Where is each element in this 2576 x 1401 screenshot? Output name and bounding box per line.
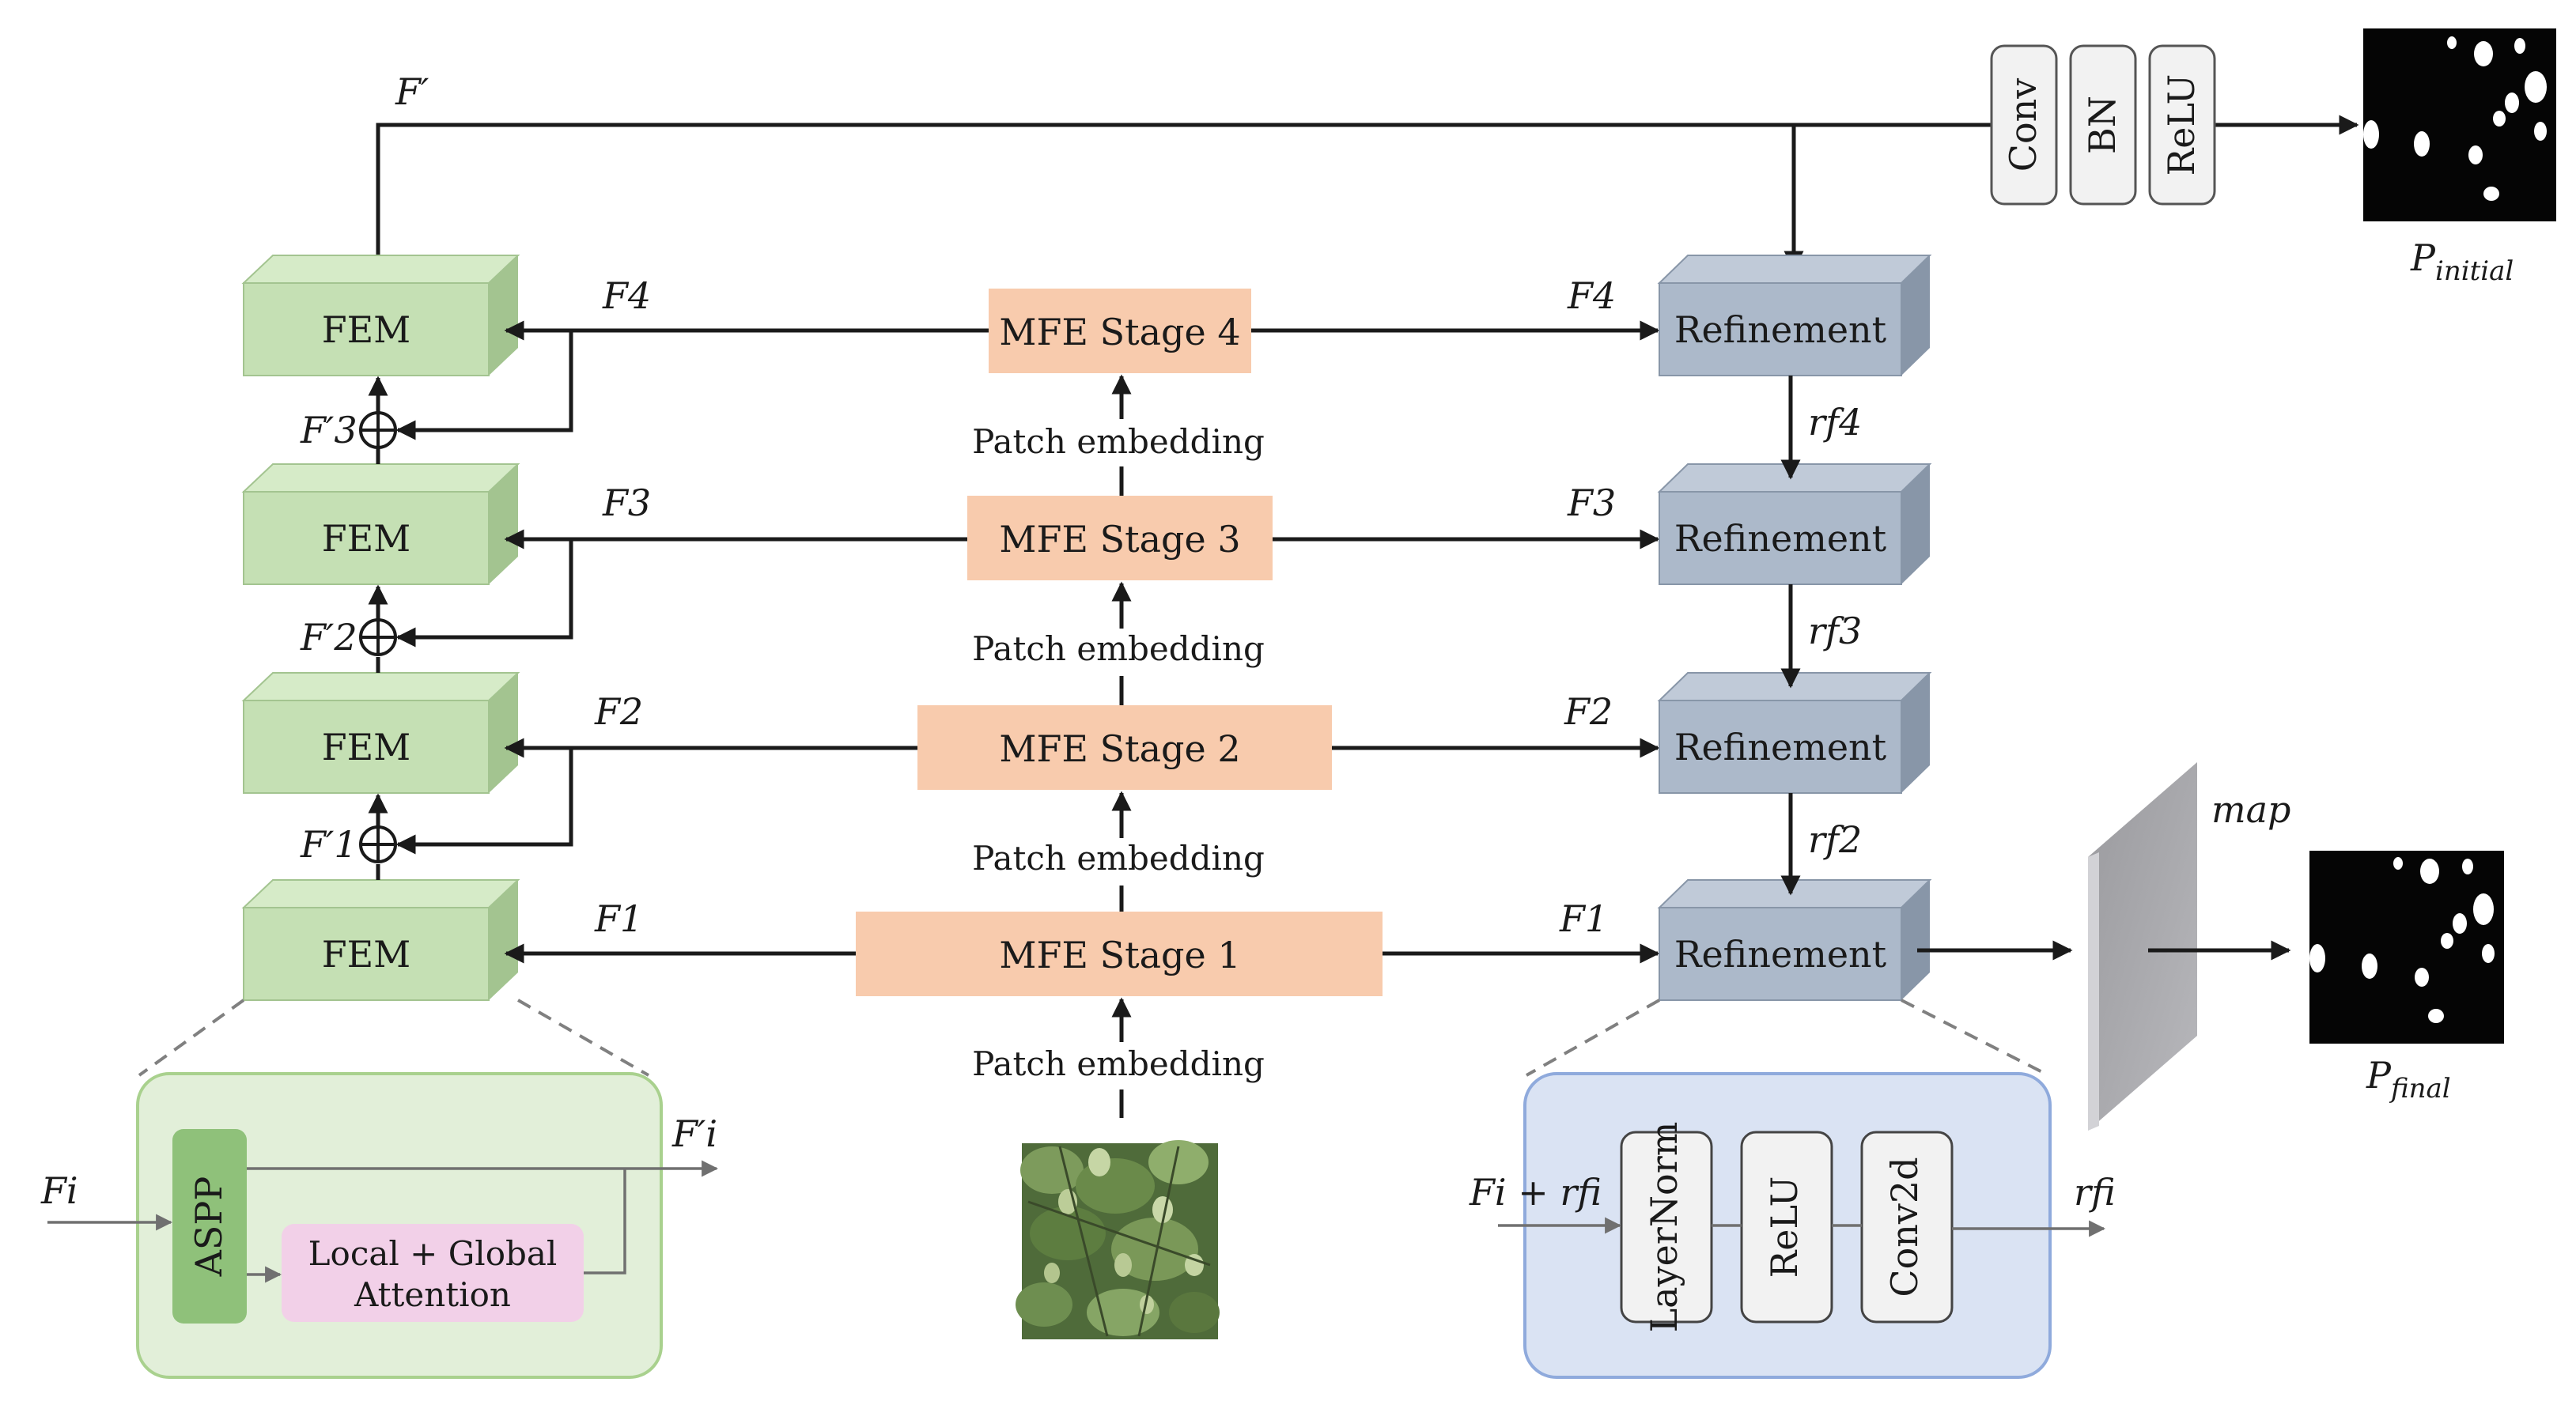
svg-text:F′i: F′i	[671, 1112, 717, 1155]
svg-text:F′2: F′2	[300, 616, 357, 659]
svg-text:Fi: Fi	[40, 1169, 78, 1212]
head-bn-label: BN	[2081, 96, 2124, 154]
fem-column: FEM FEM FEM FEM	[241, 255, 520, 1001]
svg-text:FEM: FEM	[322, 517, 411, 560]
fem-block-1: FEM	[241, 879, 520, 1001]
input-image	[1016, 1140, 1220, 1339]
svg-text:Refinement: Refinement	[1674, 933, 1887, 976]
refinement-block-2: Refinement	[1657, 672, 1932, 794]
svg-text:MFE Stage 4: MFE Stage 4	[999, 311, 1240, 353]
svg-text:Local + Global: Local + Global	[308, 1234, 558, 1273]
head-relu-box	[2148, 44, 2216, 206]
mfe-to-fem-arrows: F4 F3 F2 F1	[504, 274, 989, 964]
svg-text:LayerNorm: LayerNorm	[1643, 1122, 1685, 1333]
mfe-stage-1	[856, 912, 1383, 996]
head-conv-label: Conv	[2002, 78, 2045, 172]
output-map: map	[1917, 762, 2291, 1131]
head-conv-box	[1990, 44, 2058, 206]
svg-text:Patch embedding: Patch embedding	[972, 1044, 1265, 1083]
svg-text:FEM: FEM	[322, 933, 411, 976]
fem-fusion-paths: F′3 F′2 F′1	[300, 330, 573, 880]
refinement-detail-panel: LayerNorm ReLU Conv2d Fi + rfi rfi	[1469, 999, 2116, 1379]
svg-text:F2: F2	[1564, 690, 1613, 733]
svg-text:Refinement: Refinement	[1674, 517, 1887, 560]
svg-text:Patch embedding: Patch embedding	[972, 629, 1265, 668]
svg-text:MFE Stage 1: MFE Stage 1	[999, 934, 1240, 976]
mfe-stage-4	[989, 289, 1251, 373]
label-p-initial: Pinitial	[2410, 236, 2514, 287]
svg-text:Refinement: Refinement	[1674, 726, 1887, 768]
refinement-column: Refinement Refinement Refinement Refinem…	[1657, 255, 1932, 1001]
svg-text:F1: F1	[594, 897, 643, 940]
svg-text:MFE Stage 2: MFE Stage 2	[999, 727, 1240, 770]
svg-text:F3: F3	[1567, 481, 1616, 524]
svg-text:rfi: rfi	[2074, 1171, 2116, 1214]
svg-text:map: map	[2211, 788, 2291, 831]
initial-head: Conv BN ReLU	[1990, 44, 2216, 206]
svg-text:F2: F2	[594, 690, 643, 733]
head-bn-box	[2069, 44, 2137, 206]
svg-text:FEM: FEM	[322, 308, 411, 351]
svg-text:FEM: FEM	[322, 726, 411, 768]
fem-detail-panel: ASPP Local + Global Attention Fi F′i	[40, 999, 719, 1379]
svg-text:Patch embedding: Patch embedding	[972, 839, 1265, 878]
svg-text:F4: F4	[602, 274, 651, 317]
patch-embedding-flow: Patch embedding Patch embedding Patch em…	[972, 374, 1265, 1118]
svg-text:Fi + rfi: Fi + rfi	[1469, 1171, 1602, 1214]
mfe-stage-3	[967, 496, 1273, 580]
svg-text:F′3: F′3	[300, 409, 357, 451]
top-feature-path: F′	[376, 70, 2359, 271]
fem-block-4: FEM	[241, 255, 520, 376]
mfe-to-refinement-arrows: F4 F3 F2 F1	[1251, 274, 1660, 964]
fem-block-2: FEM	[241, 672, 520, 794]
svg-text:MFE Stage 3: MFE Stage 3	[999, 518, 1240, 561]
svg-text:ASPP: ASPP	[187, 1176, 230, 1278]
aspp-box	[172, 1129, 247, 1324]
p-final-mask: Pfinal	[2309, 851, 2504, 1105]
svg-text:F1: F1	[1559, 897, 1608, 940]
fem-block-3: FEM	[241, 463, 520, 585]
svg-text:ReLU: ReLU	[1763, 1176, 1806, 1278]
conv2d-box	[1860, 1131, 1954, 1324]
svg-text:rf2: rf2	[1808, 818, 1862, 861]
svg-text:F′1: F′1	[300, 823, 357, 866]
label-p-final: Pfinal	[2366, 1054, 2451, 1105]
svg-text:Refinement: Refinement	[1674, 308, 1887, 351]
svg-text:Conv2d: Conv2d	[1883, 1157, 1926, 1297]
head-relu-label: ReLU	[2160, 74, 2203, 176]
refinement-block-3: Refinement	[1657, 463, 1932, 585]
mfe-column: MFE Stage 4 MFE Stage 3 MFE Stage 2 MFE …	[856, 289, 1383, 996]
label-f-prime-main: F′	[395, 70, 429, 113]
svg-text:F3: F3	[602, 481, 651, 524]
mfe-stage-2	[917, 705, 1332, 790]
svg-text:Patch embedding: Patch embedding	[972, 422, 1265, 461]
attention-box	[282, 1224, 584, 1322]
relu-box	[1740, 1131, 1833, 1324]
refinement-block-1: Refinement	[1657, 879, 1932, 1001]
svg-text:F4: F4	[1567, 274, 1616, 317]
svg-text:rf4: rf4	[1808, 401, 1862, 444]
p-initial-mask: Pinitial	[2363, 28, 2556, 287]
refinement-block-4: Refinement	[1657, 255, 1932, 376]
refinement-flow: rf4 rf3 rf2	[1780, 376, 1862, 896]
svg-text:Attention: Attention	[354, 1275, 511, 1314]
svg-text:rf3: rf3	[1808, 610, 1862, 652]
